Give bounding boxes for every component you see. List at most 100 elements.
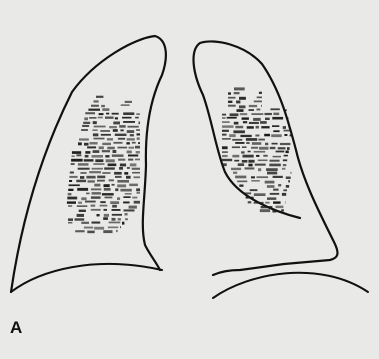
- perfusion-dash: [76, 180, 86, 183]
- perfusion-dash: [77, 214, 84, 217]
- perfusion-dash: [261, 206, 273, 208]
- perfusion-dash: [137, 192, 141, 194]
- perfusion-dash: [270, 193, 280, 195]
- perfusion-dash: [93, 150, 100, 153]
- perfusion-dash: [281, 209, 284, 211]
- perfusion-dash: [288, 180, 290, 182]
- perfusion-dash: [254, 101, 262, 103]
- perfusion-dash: [237, 109, 244, 112]
- perfusion-dash: [252, 142, 261, 145]
- perfusion-dash: [123, 112, 134, 115]
- perfusion-dash: [115, 117, 118, 119]
- perfusion-dash: [92, 192, 101, 195]
- perfusion-dash: [239, 105, 246, 108]
- perfusion-dash: [230, 113, 239, 116]
- perfusion-dash: [94, 227, 104, 230]
- perfusion-dash: [128, 126, 139, 128]
- perfusion-dash: [123, 196, 130, 198]
- perfusion-dash: [125, 101, 132, 103]
- perfusion-dash: [113, 150, 117, 153]
- perfusion-dash: [256, 155, 259, 157]
- perfusion-dash: [104, 214, 109, 217]
- perfusion-dash: [273, 113, 279, 116]
- perfusion-dash: [96, 96, 103, 98]
- perfusion-dash: [238, 163, 244, 166]
- perfusion-dash: [246, 197, 254, 199]
- perfusion-dash: [135, 146, 140, 149]
- perfusion-dash: [118, 147, 128, 149]
- perfusion-dash: [283, 164, 287, 166]
- perfusion-dash: [76, 154, 81, 156]
- perfusion-dash: [243, 155, 254, 158]
- perfusion-dash: [89, 117, 96, 119]
- perfusion-dash: [94, 138, 105, 140]
- perfusion-dash: [88, 109, 100, 111]
- perfusion-dash: [129, 206, 137, 209]
- perfusion-dash: [272, 210, 276, 213]
- perfusion-dash: [93, 121, 97, 124]
- perfusion-dash: [259, 147, 268, 150]
- perfusion-dash: [261, 126, 269, 128]
- perfusion-dash: [286, 185, 289, 188]
- perfusion-dash: [273, 130, 279, 132]
- perfusion-dash: [75, 218, 85, 220]
- perfusion-dash: [118, 218, 121, 220]
- perfusion-dash: [259, 92, 262, 94]
- perfusion-dash: [272, 117, 283, 120]
- perfusion-dash: [229, 134, 236, 137]
- perfusion-dash: [91, 196, 101, 198]
- perfusion-dash: [82, 125, 89, 127]
- perfusion-dash: [125, 218, 128, 220]
- perfusion-dash: [257, 176, 269, 178]
- perfusion-dash: [137, 133, 141, 135]
- perfusion-dash: [233, 130, 245, 133]
- perfusion-dash: [276, 206, 284, 209]
- perfusion-dash: [98, 117, 103, 119]
- perfusion-dash: [117, 184, 126, 187]
- perfusion-dash: [234, 92, 240, 94]
- perfusion-dash: [243, 121, 247, 123]
- perfusion-dash: [97, 180, 105, 182]
- perfusion-dash: [265, 202, 269, 204]
- perfusion-dash: [80, 176, 84, 179]
- perfusion-dash: [258, 168, 261, 171]
- perfusion-dash: [124, 209, 135, 211]
- perfusion-dash: [102, 143, 111, 145]
- perfusion-dash: [80, 172, 86, 174]
- perfusion-dash: [124, 172, 128, 175]
- perfusion-dash: [69, 176, 77, 178]
- perfusion-dash: [129, 147, 135, 149]
- perfusion-dash: [273, 156, 281, 158]
- perfusion-dash: [112, 205, 117, 208]
- perfusion-dash: [123, 121, 135, 123]
- perfusion-dash: [270, 108, 279, 110]
- perfusion-dash: [99, 146, 104, 149]
- perfusion-dash: [125, 193, 132, 195]
- perfusion-dash: [244, 192, 252, 194]
- perfusion-dash: [236, 101, 240, 104]
- perfusion-dash: [112, 154, 124, 157]
- perfusion-dash: [258, 160, 268, 162]
- perfusion-dash: [137, 137, 140, 140]
- perfusion-dash: [283, 189, 287, 191]
- perfusion-dash: [284, 155, 288, 157]
- perfusion-dash: [258, 139, 265, 141]
- perfusion-dash: [123, 202, 130, 204]
- perfusion-dash: [115, 176, 122, 178]
- perfusion-dash: [128, 155, 138, 157]
- perfusion-dash: [232, 139, 242, 141]
- perfusion-dash: [113, 129, 118, 132]
- perfusion-dash: [112, 113, 119, 115]
- perfusion-dash: [116, 230, 118, 232]
- perfusion-dash: [100, 130, 110, 132]
- perfusion-dash: [265, 113, 272, 115]
- perfusion-dash: [85, 151, 90, 154]
- perfusion-dash: [222, 163, 227, 166]
- perfusion-dash: [235, 176, 246, 179]
- perfusion-dash: [265, 181, 275, 184]
- perfusion-dash: [101, 134, 111, 136]
- perfusion-dash: [247, 126, 254, 129]
- perfusion-dash: [227, 117, 237, 119]
- perfusion-dash: [78, 202, 82, 204]
- perfusion-dash: [228, 97, 236, 99]
